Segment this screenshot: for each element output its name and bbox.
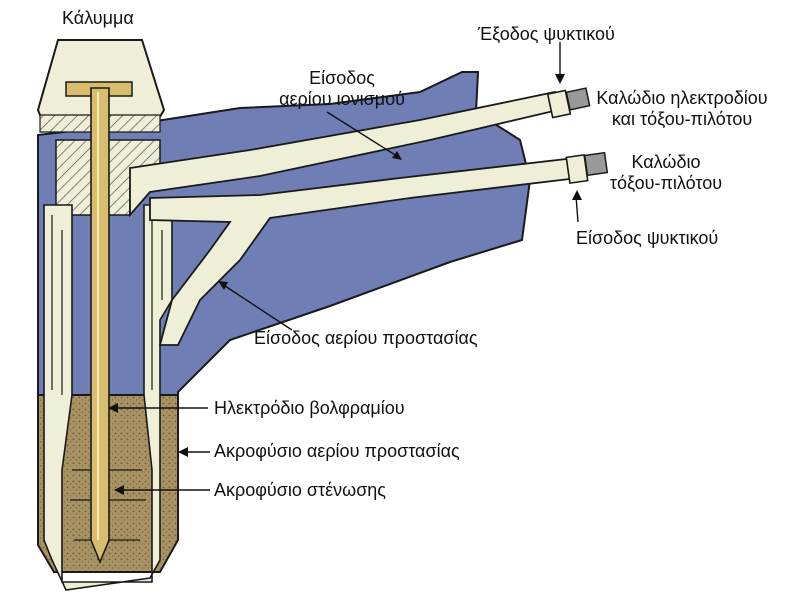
arrowheads	[108, 74, 582, 495]
label-pilot-cable-line2: τόξου-πιλότου	[609, 173, 723, 193]
tungsten-electrode	[90, 87, 110, 565]
label-ion-gas-in-line2: αερίου ιονισμού	[279, 89, 405, 109]
label-pilot-cable-line1: Καλώδιο	[631, 152, 701, 172]
label-coolant-in: Είσοδος ψυκτικού	[576, 228, 719, 248]
label-ion-gas-in: Είσοδος αερίου ιονισμού	[262, 68, 422, 110]
leader-lines	[112, 42, 579, 491]
label-shield-gas-in: Είσοδος αερίου προστασίας	[254, 328, 478, 348]
label-constricting-nozzle: Ακροφύσιο στένωσης	[214, 480, 386, 500]
label-electrode-cable-line2: και τόξου-πιλότου	[611, 109, 753, 129]
label-electrode-cable: Καλώδιο ηλεκτροδίου και τόξου-πιλότου	[592, 88, 772, 130]
label-ion-gas-in-line1: Είσοδος	[309, 68, 375, 88]
ion-gas-tube	[129, 90, 560, 218]
pilot-cable-end	[583, 151, 609, 177]
label-pilot-cable: Καλώδιο τόξου-πιλότου	[596, 152, 736, 194]
label-tungsten-electrode: Ηλεκτρόδιο βολφραμίου	[214, 398, 405, 418]
electrode-cable-end	[565, 87, 591, 111]
label-cap: Κάλυμμα	[62, 8, 134, 28]
label-shield-gas-nozzle: Ακροφύσιο αερίου προστασίας	[214, 441, 460, 461]
label-electrode-cable-line1: Καλώδιο ηλεκτροδίου	[596, 88, 768, 108]
label-coolant-out: Έξοδος ψυκτικού	[478, 24, 615, 44]
pilot-tube	[149, 157, 580, 346]
